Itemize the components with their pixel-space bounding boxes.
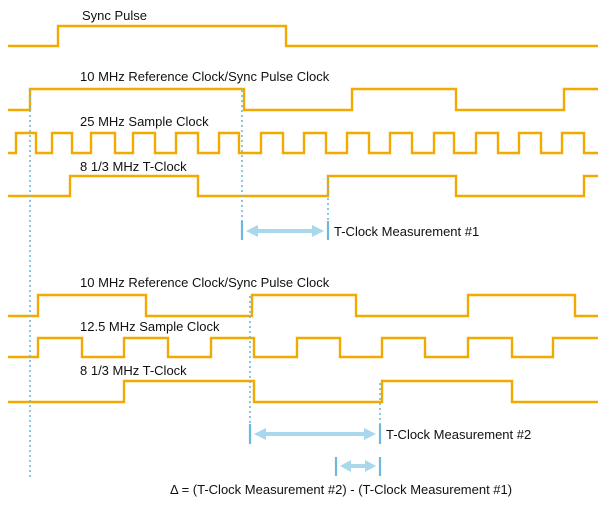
sync-pulse-waveform xyxy=(8,24,598,48)
measurement-2-label: T-Clock Measurement #2 xyxy=(386,427,531,442)
delta-formula: Δ = (T-Clock Measurement #2) - (T-Clock … xyxy=(170,482,512,497)
delta-arrowhead-left xyxy=(340,460,351,472)
measurement-1-arrowhead-left xyxy=(246,225,258,237)
bottom-sample-clock-waveform xyxy=(8,336,598,359)
bottom-tclock-waveform xyxy=(8,379,598,404)
measurement-1-arrowhead-right xyxy=(312,225,324,237)
bottom-tclock-label: 8 1/3 MHz T-Clock xyxy=(80,363,187,378)
top-ref-clock-waveform xyxy=(8,87,598,112)
bottom-sample-clock-label: 12.5 MHz Sample Clock xyxy=(80,319,220,334)
sync-pulse-label: Sync Pulse xyxy=(82,8,147,23)
top-sample-clock-waveform xyxy=(8,131,598,155)
top-sample-clock-label: 25 MHz Sample Clock xyxy=(80,114,209,129)
measurement-1-label: T-Clock Measurement #1 xyxy=(334,224,479,239)
top-ref-clock-label: 10 MHz Reference Clock/Sync Pulse Clock xyxy=(80,69,330,84)
top-tclock-waveform xyxy=(8,174,598,198)
measurement-2-arrowhead-left xyxy=(254,428,266,440)
bottom-ref-clock-label: 10 MHz Reference Clock/Sync Pulse Clock xyxy=(80,275,330,290)
delta-arrowhead-right xyxy=(365,460,376,472)
measurement-2-arrowhead-right xyxy=(364,428,376,440)
bottom-ref-clock-waveform xyxy=(8,293,598,318)
top-tclock-label: 8 1/3 MHz T-Clock xyxy=(80,159,187,174)
